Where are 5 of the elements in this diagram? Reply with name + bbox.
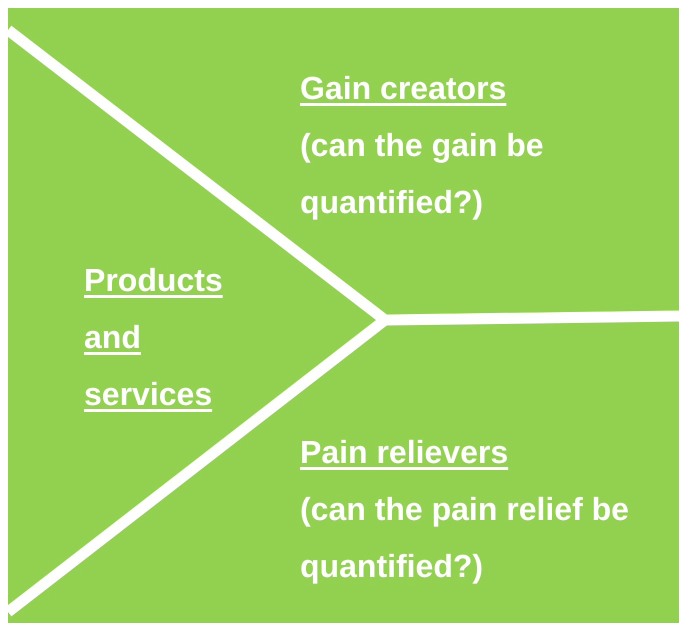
section-heading: Products and services — [84, 261, 224, 414]
section-question: (can the pain relief be quantified?) — [300, 490, 630, 586]
section-heading: Pain relievers — [300, 433, 510, 472]
section-heading: Gain creators — [300, 69, 508, 108]
section-question: (can the gain be quantified?) — [300, 126, 545, 222]
